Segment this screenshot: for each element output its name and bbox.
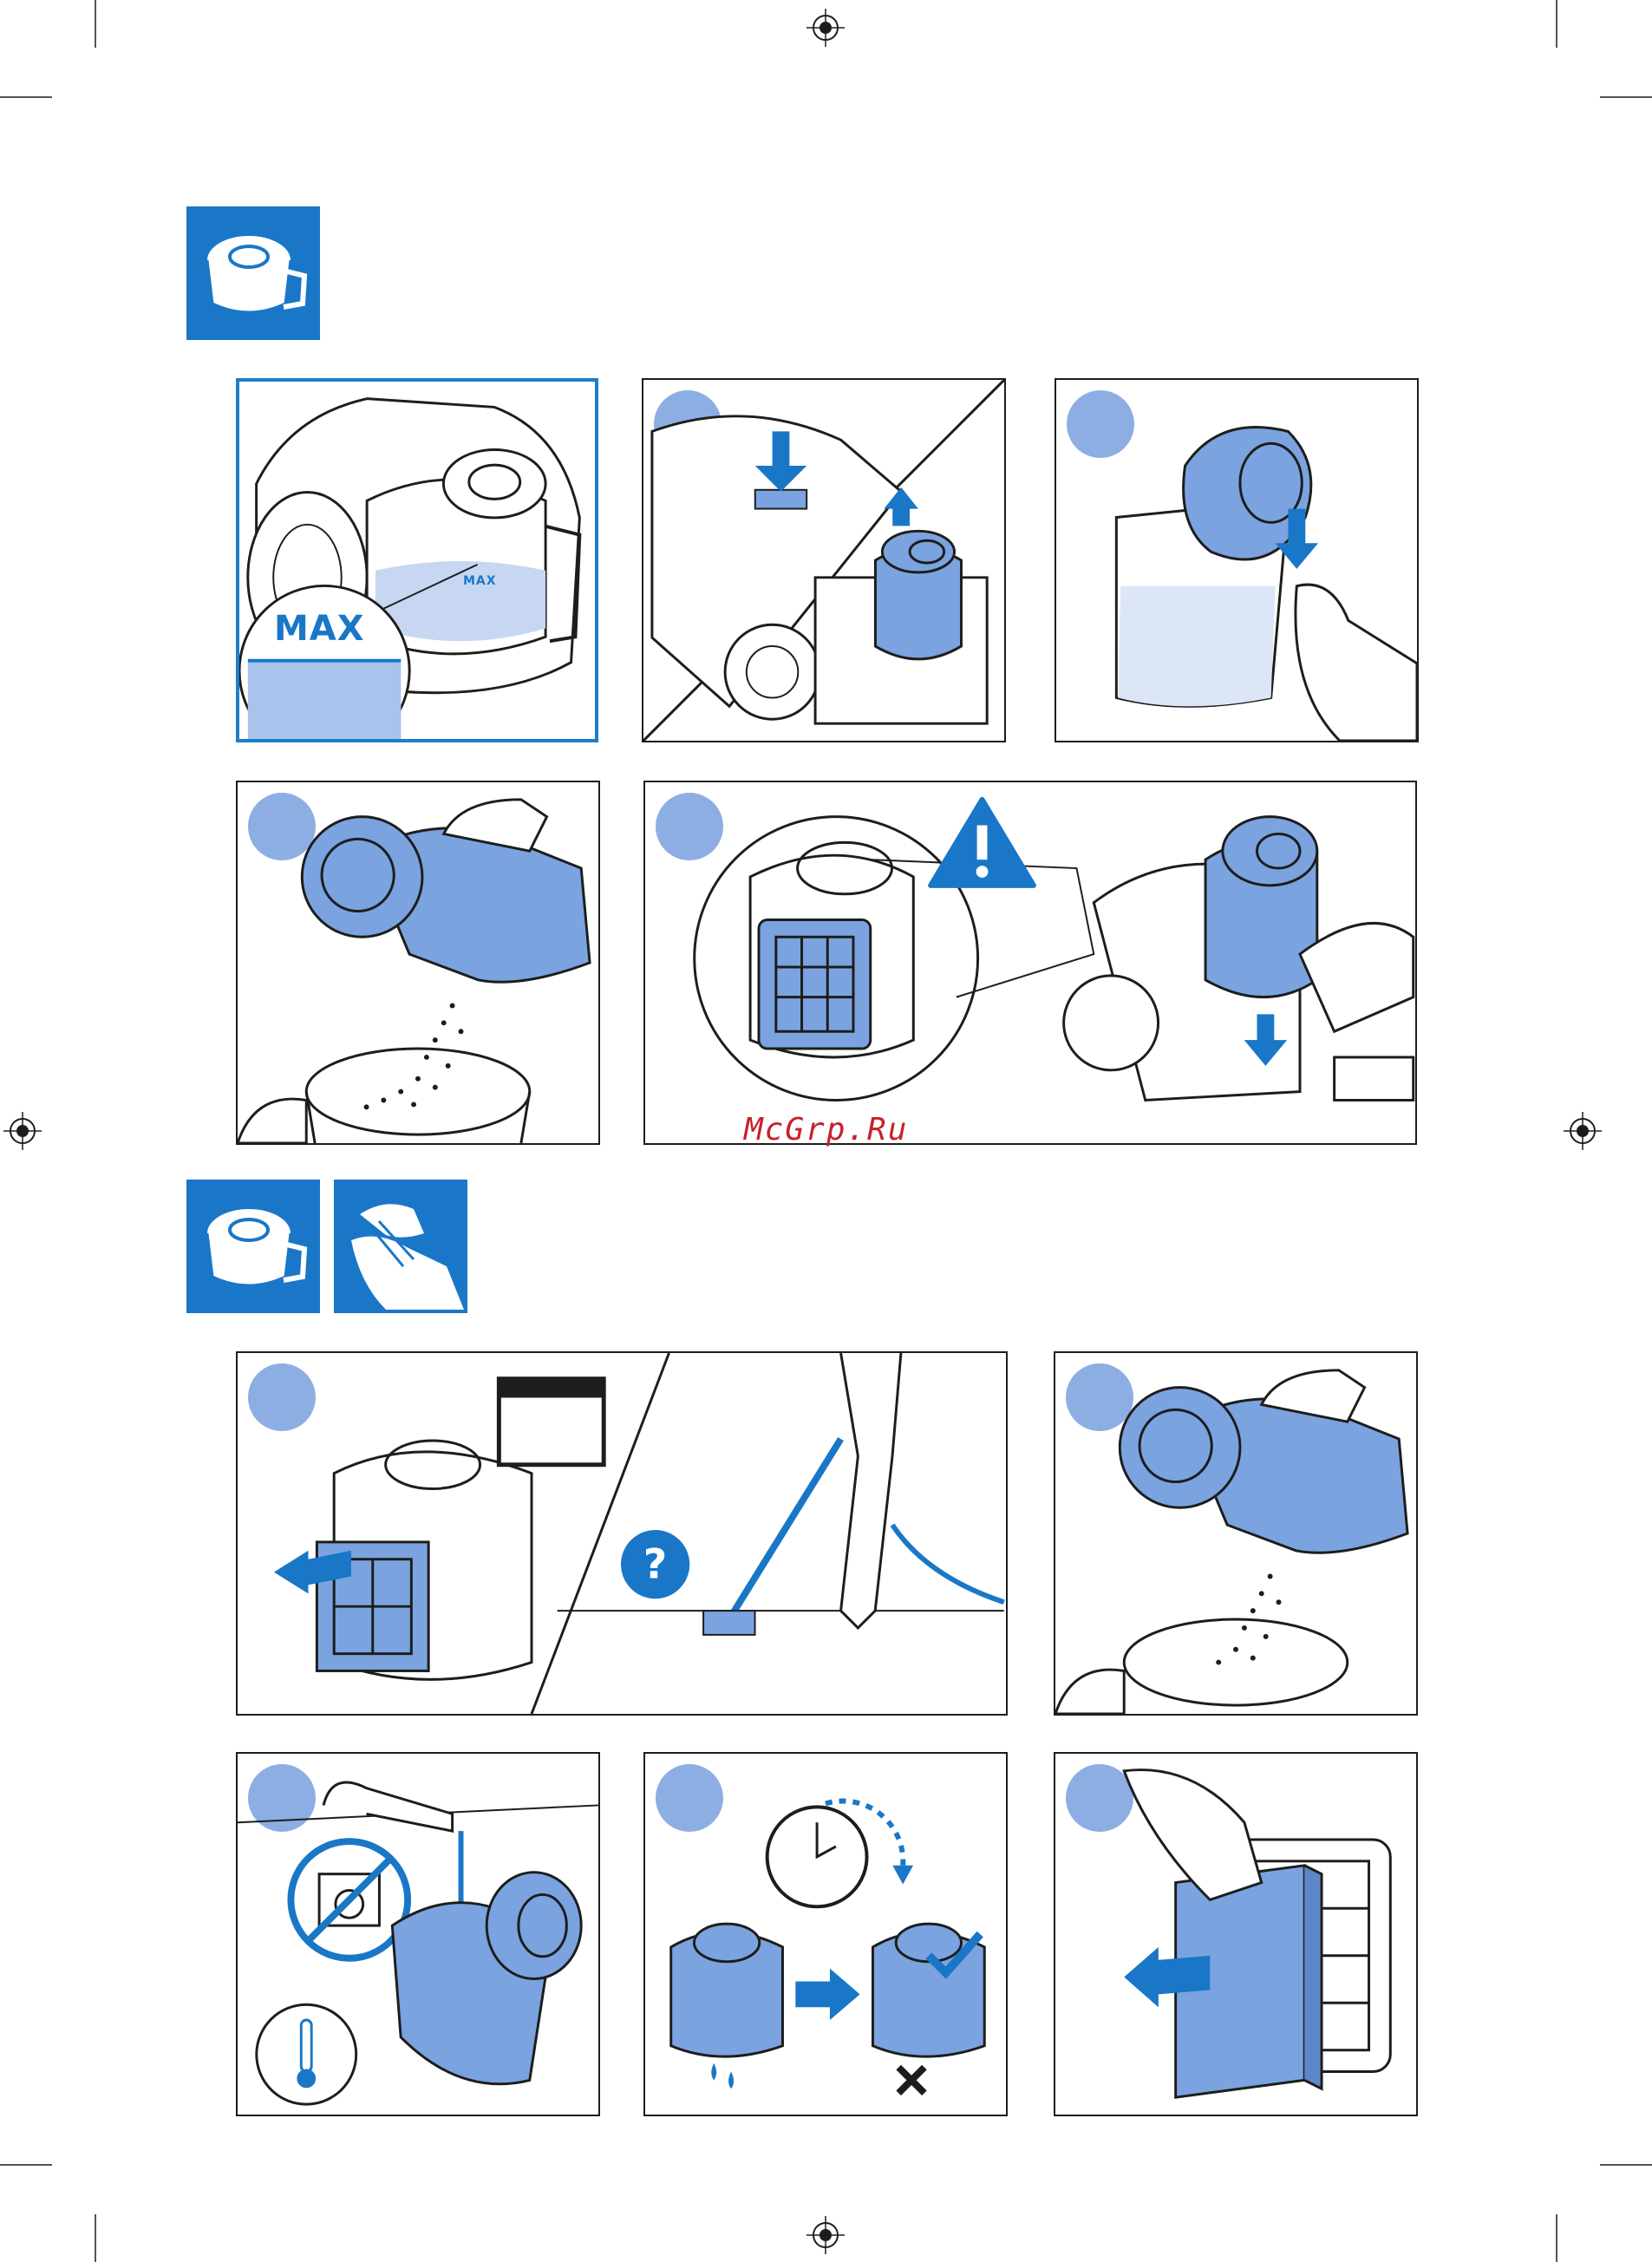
max-label: MAX [274, 609, 365, 649]
watermark: McGrp.Ru [744, 1112, 908, 1147]
panel-remove-foam-filter [1054, 1752, 1418, 2116]
svg-text:?: ? [643, 1541, 668, 1589]
panel-max-level: MAX MAX [236, 378, 598, 742]
panel-reinsert-container [643, 781, 1417, 1145]
panel-empty-container [236, 781, 600, 1145]
panel-release-container [642, 378, 1006, 742]
hand-wipe-icon [334, 1180, 467, 1313]
panel-dry-container [643, 1752, 1008, 2116]
dust-container-icon [186, 206, 320, 340]
max-small-label: MAX [463, 574, 497, 588]
panel-rinse-container [236, 1752, 600, 2116]
dust-container-icon [186, 1180, 320, 1313]
panel-remove-filter: ? [236, 1351, 1008, 1716]
panel-open-lid [1055, 378, 1419, 742]
panel-empty-container-2 [1054, 1351, 1418, 1716]
